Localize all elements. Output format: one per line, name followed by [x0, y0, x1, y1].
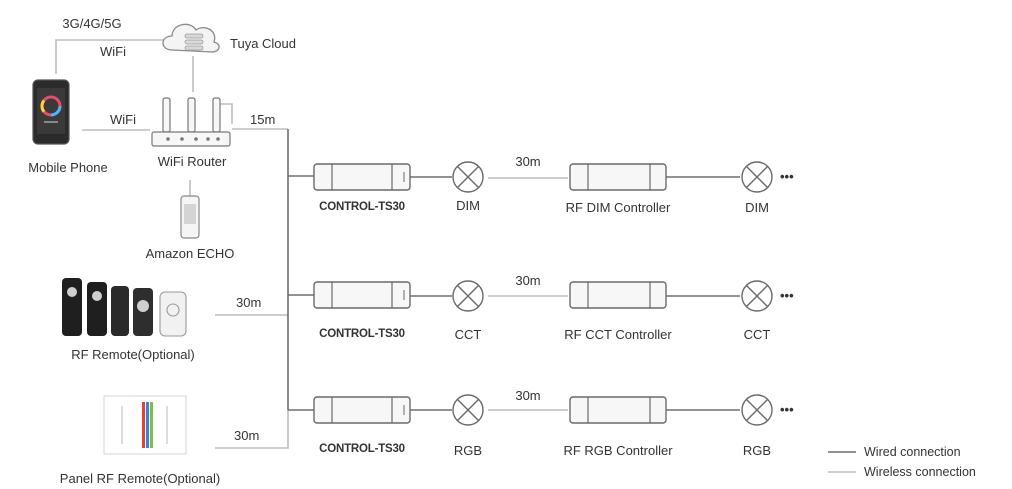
- lamp-label: CCT: [455, 327, 482, 342]
- rf-controller-label: RF DIM Controller: [566, 200, 671, 215]
- more-ellipsis: •••: [780, 288, 794, 303]
- lamp-icon: [452, 394, 484, 426]
- phone-icon: [32, 79, 70, 145]
- legend: Wired connection Wireless connection: [828, 445, 976, 479]
- lamp-icon: [452, 280, 484, 312]
- end-lamp-icon: [741, 280, 773, 312]
- wifi-label-top: WiFi: [100, 44, 126, 59]
- router-icon: [151, 97, 231, 147]
- router-label: WiFi Router: [158, 154, 227, 169]
- controller-label: CONTROL-TS30: [319, 201, 405, 213]
- phone-to-cloud-link: [55, 39, 170, 74]
- row-distance: 30m: [515, 154, 540, 169]
- legend-wired-label: Wired connection: [864, 445, 961, 459]
- controller-ts30-icon: [313, 281, 411, 309]
- rf-controller-icon: [569, 163, 667, 191]
- end-lamp-label: RGB: [743, 443, 771, 458]
- end-lamp-icon: [741, 161, 773, 193]
- cloud-icon: [162, 23, 220, 53]
- rf-controller-icon: [569, 281, 667, 309]
- controller-label: CONTROL-TS30: [319, 443, 405, 455]
- wifi-label-phone: WiFi: [110, 112, 136, 127]
- panel-remote-distance: 30m: [234, 428, 259, 443]
- end-lamp-icon: [741, 394, 773, 426]
- lamp-label: DIM: [456, 198, 480, 213]
- end-lamp-label: DIM: [745, 200, 769, 215]
- cloud-label: Tuya Cloud: [230, 36, 296, 51]
- wired-links: [287, 129, 314, 411]
- rf-remote-icons: [62, 278, 187, 337]
- lamp-icon: [452, 161, 484, 193]
- rf-controller-label: RF RGB Controller: [563, 443, 673, 458]
- cellular-label: 3G/4G/5G: [62, 16, 121, 31]
- panel-remote-label: Panel RF Remote(Optional): [60, 471, 220, 486]
- row-cct: CONTROL-TS30 CCT 30m RF CCT Controller C…: [313, 273, 794, 342]
- row-distance: 30m: [515, 388, 540, 403]
- controller-ts30-icon: [313, 163, 411, 191]
- panel-remote-link: [215, 410, 289, 449]
- rf-controller-icon: [569, 396, 667, 424]
- rf-remote-label: RF Remote(Optional): [71, 347, 195, 362]
- panel-remote-icon: [103, 395, 187, 455]
- router-antenna-link: [220, 103, 233, 124]
- phone-label: Mobile Phone: [28, 160, 108, 175]
- row-rgb: CONTROL-TS30 RGB 30m RF RGB Controller R…: [313, 388, 794, 458]
- router-distance: 15m: [250, 112, 275, 127]
- controller-ts30-icon: [313, 396, 411, 424]
- row-distance: 30m: [515, 273, 540, 288]
- controller-label: CONTROL-TS30: [319, 328, 405, 340]
- rf-remote-distance: 30m: [236, 295, 261, 310]
- legend-wireless-label: Wireless connection: [864, 465, 976, 479]
- rf-controller-label: RF CCT Controller: [564, 327, 672, 342]
- echo-label: Amazon ECHO: [146, 246, 235, 261]
- end-lamp-label: CCT: [744, 327, 771, 342]
- lamp-label: RGB: [454, 443, 482, 458]
- row-dim: CONTROL-TS30 DIM 30m RF DIM Controller D…: [313, 154, 794, 215]
- more-ellipsis: •••: [780, 169, 794, 184]
- more-ellipsis: •••: [780, 402, 794, 417]
- wireless-links: [55, 39, 568, 449]
- echo-icon: [180, 195, 200, 239]
